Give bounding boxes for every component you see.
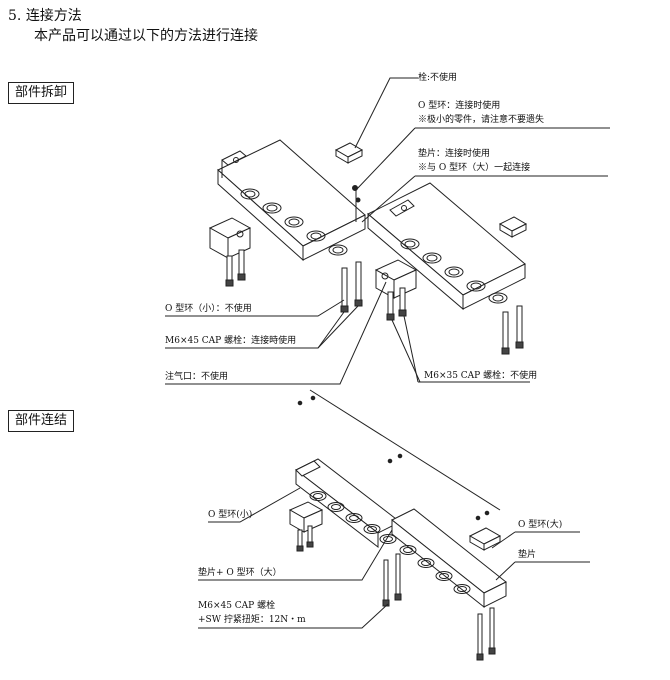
heading-title-line: 5. 连接方法 xyxy=(8,6,258,26)
heading-subtitle: 本产品可以通过以下的方法进行连接 xyxy=(34,28,258,44)
callout-oring-small: O 型环(小) xyxy=(208,510,253,520)
callout-bolt-torque: +SW 拧紧扭矩：12N・m xyxy=(198,615,306,625)
manifold-right-bottom xyxy=(391,508,507,609)
heading-number: 5. xyxy=(8,8,22,24)
end-block-middle xyxy=(374,259,418,299)
plug-parts-top xyxy=(334,142,528,238)
port-rings-left-top xyxy=(240,188,348,256)
manifold-left-bottom xyxy=(295,458,401,549)
port-rings-right-top xyxy=(400,238,508,304)
callout-bolt-m6x45: M6×45 CAP 螺栓：连接時使用 xyxy=(165,336,297,346)
bolts-middle-top xyxy=(340,261,363,313)
plug-screws-bottom xyxy=(297,395,490,521)
callout-gasket: 垫片 xyxy=(518,550,537,560)
callout-oring-usage: O 型环：连接时使用 xyxy=(418,101,501,111)
callout-bolt-line1: M6×45 CAP 螺栓 xyxy=(198,601,276,611)
callout-oring-small-unused: O 型环（小）：不使用 xyxy=(165,304,252,314)
gasket-block-bottom xyxy=(468,527,502,551)
callout-gasket-note: ※与 O 型环（大）一起连接 xyxy=(418,163,531,173)
callout-plug: 栓:不使用 xyxy=(418,73,458,83)
callout-gasket-usage: 垫片：连接时使用 xyxy=(418,149,491,159)
callout-gasket-oring: 垫片+ O 型环（大） xyxy=(198,568,282,578)
bolts-left-top xyxy=(225,249,246,287)
manifold-left-top xyxy=(217,139,366,262)
end-block-left-bottom xyxy=(288,501,324,552)
manifold-right-top xyxy=(367,182,526,311)
callout-oring-large: O 型环(大) xyxy=(518,520,563,530)
leader-lines-bottom xyxy=(198,487,590,629)
section-label-disassembly: 部件拆卸 xyxy=(8,82,75,104)
callout-inlet: 注气口：不使用 xyxy=(165,372,229,382)
callout-bolt-m6x35: M6×35 CAP 螺栓：不使用 xyxy=(424,371,538,381)
heading-title: 连接方法 xyxy=(25,8,82,24)
section-heading: 5. 连接方法 本产品可以通过以下的方法进行连接 xyxy=(8,6,258,46)
bolts-bottom xyxy=(382,553,496,661)
section-label-connection: 部件连结 xyxy=(8,410,75,432)
leader-lines-top xyxy=(165,77,610,385)
bolts-right-top xyxy=(386,287,524,355)
callout-oring-note: ※极小的零件，请注意不要遗失 xyxy=(418,115,545,125)
end-block-left xyxy=(208,217,252,259)
assembly-guide-line xyxy=(309,389,501,511)
